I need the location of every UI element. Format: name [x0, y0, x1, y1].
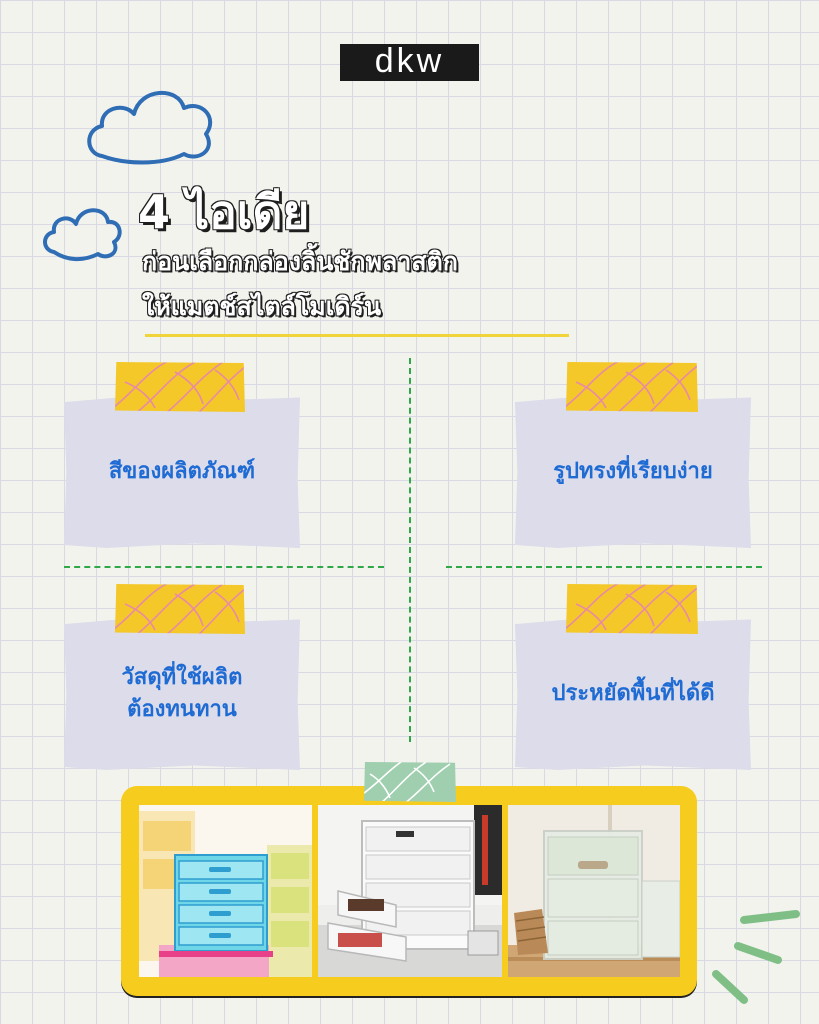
idea-label-3-line-1: วัสดุที่ใช้ผลิต — [121, 665, 243, 691]
idea-card-2: รูปทรงที่เรียบง่าย — [515, 396, 751, 548]
divider-vertical — [409, 358, 411, 742]
tape-decoration — [115, 584, 245, 634]
page-title: 4 ไอเดีย — [138, 185, 310, 239]
logo-text: dkw — [374, 41, 445, 80]
cloud-icon — [87, 91, 213, 165]
idea-label-1: สีของผลิตภัณฑ์ — [108, 459, 256, 485]
idea-label-2: รูปทรงที่เรียบง่าย — [553, 459, 713, 485]
cloud-icon — [43, 208, 122, 261]
idea-label-3-line-2: ต้องทนทาน — [127, 697, 237, 722]
idea-card-1: สีของผลิตภัณฑ์ — [64, 396, 300, 548]
tape-decoration — [566, 362, 698, 412]
tape-decoration — [115, 362, 245, 412]
product-photo-colorful-drawers — [139, 805, 312, 977]
tape-decoration — [364, 762, 456, 802]
idea-label-4: ประหยัดพื้นที่ได้ดี — [551, 681, 715, 707]
brand-logo: dkw — [340, 44, 479, 81]
idea-card-3: วัสดุที่ใช้ผลิต ต้องทนทาน — [64, 618, 300, 770]
title-underline — [145, 334, 569, 337]
idea-label-3: วัสดุที่ใช้ผลิต ต้องทนทาน — [122, 662, 243, 726]
sparkle-lines-icon — [712, 910, 800, 1004]
divider-horizontal-left — [64, 566, 384, 568]
subtitle-line-2: ให้แมตช์สไตล์โมเดิร์น — [142, 292, 382, 321]
idea-card-4: ประหยัดพื้นที่ได้ดี — [515, 618, 751, 770]
product-photo-desk-drawers — [318, 805, 502, 977]
product-photo-room-drawers — [508, 805, 680, 977]
tape-decoration — [566, 584, 698, 634]
subtitle-line-1: ก่อนเลือกกล่องลิ้นชักพลาสติก — [142, 247, 458, 276]
divider-horizontal-right — [446, 566, 762, 568]
